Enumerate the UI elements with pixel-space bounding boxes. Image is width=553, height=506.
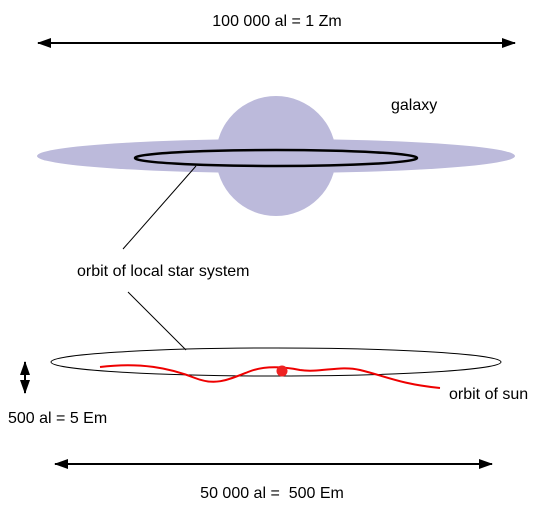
- leader-line-upper: [122, 165, 197, 250]
- galaxy-label: galaxy: [391, 97, 437, 114]
- sun-marker: [276, 365, 288, 377]
- local-orbit-ellipse: [50, 347, 502, 377]
- local-system-orbit-ring: [133, 148, 419, 168]
- local-scale-label: 50 000 al = 500 Em: [200, 485, 344, 502]
- orbit-local-label: orbit of local star system: [77, 263, 250, 280]
- thickness-scale-label: 500 al = 5 Em: [8, 410, 107, 427]
- galaxy-scale-label: 100 000 al = 1 Zm: [212, 13, 341, 30]
- orbit-sun-label: orbit of sun: [449, 386, 528, 403]
- leader-line-lower: [127, 291, 187, 351]
- galaxy-shape: [37, 96, 515, 216]
- sun-orbit-path: [99, 364, 441, 389]
- galactic-disk: [37, 139, 515, 173]
